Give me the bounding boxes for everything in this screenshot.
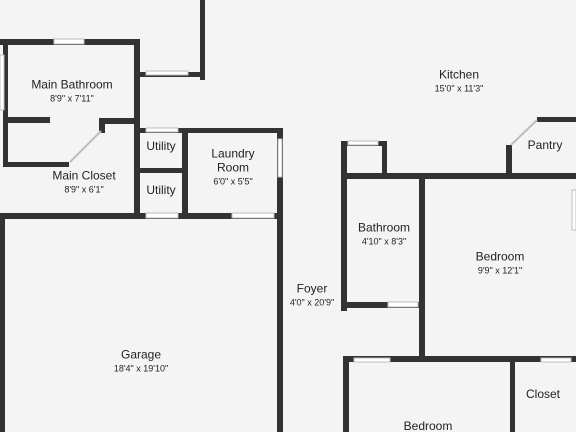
room-name: Closet <box>525 387 561 401</box>
room-name: Bedroom <box>403 419 453 433</box>
room-name-line1: Laundry <box>211 146 255 161</box>
room-dimensions: 9'9" x 12'1" <box>477 265 523 276</box>
room-laundry: Laundry Room 6'0" x 5'5" <box>211 147 254 188</box>
room-name-line2: Room <box>216 160 249 175</box>
room-dimensions: 8'9" x 6'1" <box>64 184 104 195</box>
room-dimensions: 6'0" x 5'5" <box>213 176 253 187</box>
room-foyer: Foyer 4'0" x 20'9" <box>290 282 334 309</box>
room-utility-bottom: Utility <box>146 183 175 197</box>
room-pantry: Pantry <box>528 138 563 152</box>
room-name: Bedroom <box>475 249 525 264</box>
room-dimensions: 18'4" x 19'10" <box>113 363 169 374</box>
windows <box>0 38 576 363</box>
room-closet: Closet <box>526 387 560 401</box>
room-utility-top: Utility <box>146 139 175 153</box>
door-swings <box>69 119 538 163</box>
room-bedroom-bottom: Bedroom <box>404 419 453 433</box>
room-name: Kitchen <box>438 67 480 82</box>
room-garage: Garage 18'4" x 19'10" <box>114 348 168 375</box>
room-dimensions: 15'0" x 11'3" <box>434 83 484 94</box>
room-name: Main Bathroom <box>31 77 113 92</box>
room-name: Utility <box>146 139 176 153</box>
room-name: Pantry <box>527 138 563 152</box>
room-name: Foyer <box>296 281 328 296</box>
room-bedroom-right: Bedroom 9'9" x 12'1" <box>476 250 525 277</box>
room-name: Bathroom <box>357 220 411 235</box>
room-dimensions: 8'9" x 7'11" <box>50 93 94 104</box>
room-main-bathroom: Main Bathroom 8'9" x 7'11" <box>31 78 112 105</box>
room-name: Garage <box>120 347 162 362</box>
room-name: Utility <box>146 183 176 197</box>
room-kitchen: Kitchen 15'0" x 11'3" <box>435 68 484 95</box>
room-main-closet: Main Closet 8'9" x 6'1" <box>52 169 115 196</box>
room-dimensions: 4'10" x 8'3" <box>361 236 407 247</box>
room-bathroom: Bathroom 4'10" x 8'3" <box>358 221 410 248</box>
room-name: Main Closet <box>52 168 116 183</box>
room-dimensions: 4'0" x 20'9" <box>289 297 335 308</box>
